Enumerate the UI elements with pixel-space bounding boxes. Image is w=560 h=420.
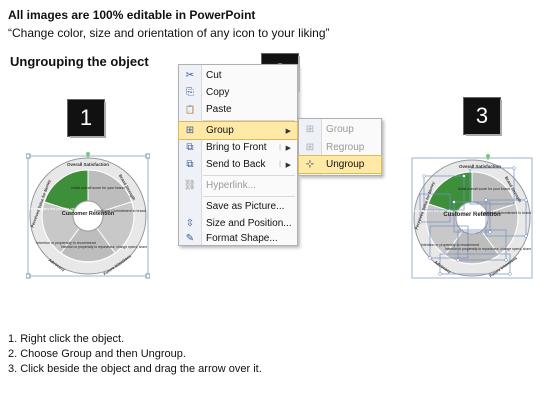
segment-label: Emotional Commitment to brand <box>94 209 146 213</box>
menu-item-label: Cut <box>206 70 222 81</box>
submenu-item-group: ⊞ Group <box>299 121 381 138</box>
selection-frame <box>411 157 533 279</box>
diagram-body <box>29 157 147 275</box>
submenu-item-ungroup[interactable]: ⊹ Ungroup <box>298 155 382 174</box>
segment-label: Initial overall score for your brand <box>71 186 124 190</box>
instruction-step: 2. Choose Group and then Ungroup. <box>8 348 186 360</box>
submenu-arrow-icon: ▶ <box>285 127 291 135</box>
submenu-arrow-icon: ▶ <box>285 144 291 152</box>
segment-label: Intention or propensity to recommend <box>36 241 96 245</box>
menu-item-label: Send to Back <box>206 159 266 170</box>
regroup-icon: ⊞ <box>305 142 315 153</box>
ungroup-icon: ⊹ <box>305 159 315 170</box>
instruction-list: 1. Right click the object. 2. Choose Gro… <box>8 332 262 377</box>
menu-item-format-shape[interactable]: ✎ Format Shape... <box>179 230 297 247</box>
menu-item-bring-to-front[interactable]: ⧉ Bring to Front | ▶ <box>179 139 297 156</box>
size-position-icon: ⇳ <box>185 218 195 229</box>
segment-label: Emotional Commitment to brand <box>481 211 531 215</box>
submenu-arrow-icon: ▶ <box>285 161 291 169</box>
group-submenu: ⊞ Group ⊞ Regroup ⊹ Ungroup <box>298 118 382 176</box>
ring-label: Overall Satisfaction <box>67 162 109 167</box>
resize-handle[interactable] <box>145 273 150 279</box>
segment-label: Intention or propensity to recommend <box>421 243 479 247</box>
retention-diagram-grouped[interactable]: Customer Retention Overall Satisfaction … <box>26 152 150 280</box>
paste-icon: 📋 <box>185 105 195 114</box>
page-subtitle: “Change color, size and orientation of a… <box>8 26 330 40</box>
segment-label: Intention or propensity to repurchase, c… <box>61 245 147 249</box>
scissors-icon: ✂ <box>185 70 195 81</box>
context-menu: ✂ Cut ⎘ Copy 📋 Paste ⊞ Group ▶ ⧉ Bring t… <box>178 64 298 246</box>
section-heading: Ungrouping the object <box>10 54 149 69</box>
copy-icon: ⎘ <box>186 87 194 98</box>
segment-label: Initial overall score for your brand <box>458 187 510 191</box>
rotate-handle[interactable] <box>486 154 490 158</box>
hyperlink-icon: ⛓ <box>183 180 197 191</box>
menu-item-group[interactable]: ⊞ Group ▶ <box>178 121 298 140</box>
menu-item-label: Bring to Front <box>206 142 267 153</box>
page-title: All images are 100% editable in PowerPoi… <box>8 8 256 22</box>
submenu-item-regroup: ⊞ Regroup <box>299 139 381 156</box>
menu-item-label: Group <box>206 125 234 136</box>
menu-item-label: Hyperlink... <box>206 180 257 191</box>
menu-item-copy[interactable]: ⎘ Copy <box>179 84 297 101</box>
menu-item-label: Regroup <box>326 142 365 153</box>
menu-item-cut[interactable]: ✂ Cut <box>179 67 297 84</box>
instruction-step: 3. Click beside the object and drag the … <box>8 363 262 375</box>
resize-handle[interactable] <box>26 153 31 159</box>
menu-item-label: Paste <box>206 104 232 115</box>
menu-item-label: Save as Picture... <box>206 201 285 212</box>
menu-item-send-to-back[interactable]: ⧉ Send to Back | ▶ <box>179 156 297 173</box>
menu-item-hyperlink: ⛓ Hyperlink... <box>179 177 297 194</box>
group-icon: ⊞ <box>305 124 315 135</box>
diagram-body <box>413 159 531 277</box>
instruction-step: 1. Right click the object. <box>8 333 125 345</box>
menu-item-label: Copy <box>206 87 230 98</box>
retention-diagram-ungrouped[interactable]: Customer Retention Overall Satisfaction … <box>410 154 534 280</box>
format-shape-icon: ✎ <box>185 233 195 244</box>
ring-label: Overall Satisfaction <box>459 164 501 169</box>
send-back-icon: ⧉ <box>186 159 194 170</box>
menu-item-size-position[interactable]: ⇳ Size and Position... <box>179 215 297 232</box>
menu-icon-strip <box>179 65 202 245</box>
bring-front-icon: ⧉ <box>186 142 194 153</box>
menu-item-label: Ungroup <box>326 159 365 170</box>
center-label: Customer Retention <box>62 211 115 217</box>
group-icon: ⊞ <box>185 125 195 136</box>
rotate-handle[interactable] <box>86 152 90 156</box>
menu-item-label: Size and Position... <box>206 218 292 229</box>
menu-item-label: Format Shape... <box>206 233 278 244</box>
step-badge-3: 3 <box>464 98 500 134</box>
step-badge-1: 1 <box>68 100 104 136</box>
menu-item-paste[interactable]: 📋 Paste <box>179 101 297 118</box>
center-label: Customer Retention <box>443 212 501 218</box>
segment-label: Intention or propensity to repurchase, c… <box>445 247 531 251</box>
segment-label: Do customers feel you offer value for mo… <box>29 207 96 211</box>
menu-item-save-as-picture[interactable]: Save as Picture... <box>179 198 297 215</box>
resize-handle[interactable] <box>145 153 150 159</box>
segment-label: Do customers feel you offer value for mo… <box>413 209 480 213</box>
menu-item-label: Group <box>326 124 354 135</box>
resize-handle[interactable] <box>26 273 31 279</box>
